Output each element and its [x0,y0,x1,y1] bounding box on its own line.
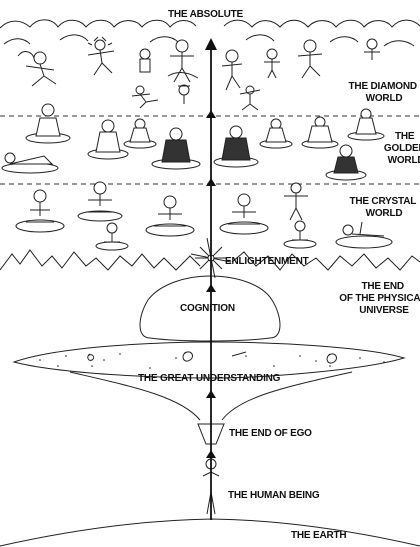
label-golden-world: THE GOLDEN WORLD [384,131,420,166]
label-cognition: COGNITION [180,303,235,314]
earth-horizon [0,518,420,547]
disc-stars [39,353,385,369]
galaxy-spirals [87,351,337,364]
label-diamond-world: THE DIAMOND WORLD [349,81,420,104]
ego-cup [197,423,225,445]
label-great-understanding: THE GREAT UNDERSTANDING [138,373,281,384]
great-understanding-disc [12,341,406,379]
absolute-cloud-band [0,19,420,47]
label-crystal-world: THE CRYSTAL WORLD [349,196,418,219]
mountain-range [0,249,420,271]
crystal-world-figures [15,181,393,251]
cognition-dome [139,275,281,342]
label-enlightenment: ENLIGHTENMENT [225,256,309,267]
golden-world-figures [1,103,385,181]
label-end-of-ego: THE END OF EGO [229,428,312,439]
title-the-absolute: THE ABSOLUTE [168,9,244,20]
label-earth: THE EARTH [291,530,346,541]
label-end-physical-universe: THE END OF THE PHYSICAL UNIVERSE [339,281,420,316]
central-axis [205,38,217,520]
label-human-being: THE HUMAN BEING [228,490,320,501]
diamond-world-figures [17,36,380,111]
understanding-funnel [69,371,353,421]
